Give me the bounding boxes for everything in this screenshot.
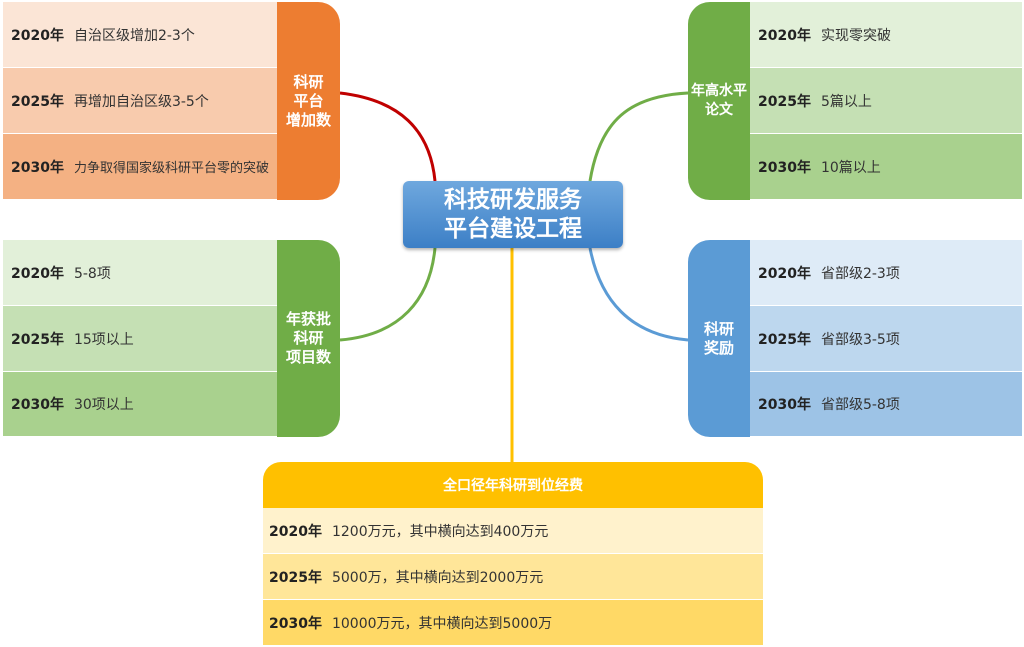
platform-row-2030: 2030年力争取得国家级科研平台零的突破 [3,134,277,200]
connector-awards [588,247,689,342]
platform-row-2025: 2025年再增加自治区级3-5个 [3,68,277,134]
papers-label: 年高水平 论文 [688,2,750,200]
platform-label: 科研 平台 增加数 [277,2,340,200]
awards-label: 科研 奖励 [688,240,750,437]
central-topic: 科技研发服务 平台建设工程 [403,181,623,248]
awards-row-2030: 2030年省部级5-8项 [750,372,1022,437]
connector-papers [588,91,689,182]
papers-row-2020: 2020年实现零突破 [750,2,1022,68]
projects-label: 年获批 科研 项目数 [277,240,340,437]
connector-projects [339,247,437,342]
awards-row-2020: 2020年省部级2-3项 [750,240,1022,306]
awards-row-2025: 2025年省部级3-5项 [750,306,1022,372]
connector-platform [339,91,437,182]
funding-title: 全口径年科研到位经费 [263,462,763,508]
platform-row-2020: 2020年自治区级增加2-3个 [3,2,277,68]
